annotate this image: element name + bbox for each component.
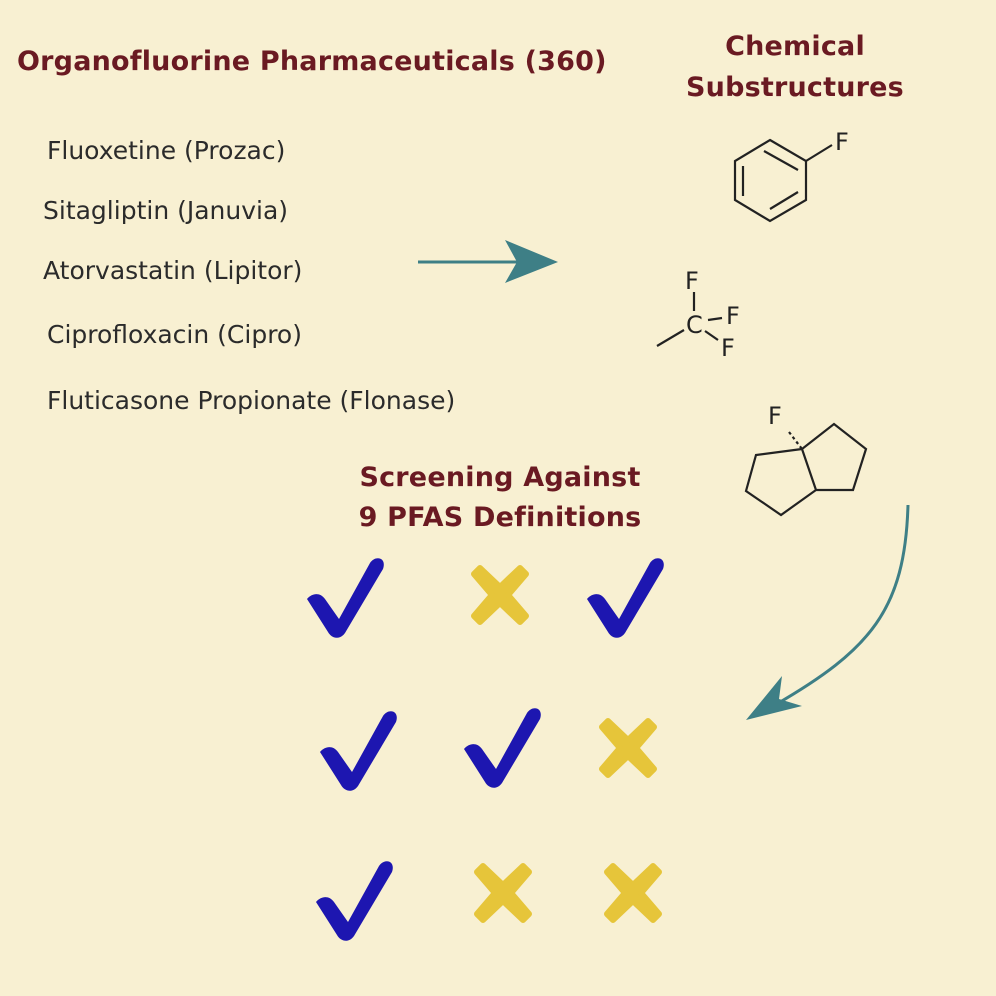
cf3-f-label-right: F xyxy=(726,302,740,330)
screening-title: Screening Against 9 PFAS Definitions xyxy=(335,458,665,538)
screening-title-line1: Screening Against xyxy=(359,462,641,493)
check-mark-icon xyxy=(307,558,384,638)
fluoro-bicyclic-structure xyxy=(744,422,868,517)
cf3-f-label-top: F xyxy=(685,267,699,295)
cross-mark-icon xyxy=(474,863,532,923)
drug-item-fluticasone: Fluticasone Propionate (Flonase) xyxy=(47,386,456,415)
check-mark-icon xyxy=(320,711,397,791)
cross-mark-icon xyxy=(599,718,657,778)
fluorobenzene-f-label: F xyxy=(835,128,849,156)
drug-item-ciprofloxacin: Ciprofloxacin (Cipro) xyxy=(47,320,302,349)
trifluoromethyl-structure xyxy=(656,292,723,347)
cf3-f-label-bottom: F xyxy=(721,334,735,362)
cross-mark-icon xyxy=(471,565,529,625)
drug-item-fluoxetine: Fluoxetine (Prozac) xyxy=(47,136,286,165)
substructures-title-line2: Substructures xyxy=(686,72,904,103)
right-arrow xyxy=(418,240,558,283)
cross-mark-icon xyxy=(604,863,662,923)
check-mark-icon xyxy=(587,558,664,638)
drug-item-sitagliptin: Sitagliptin (Januvia) xyxy=(43,196,289,225)
bicyclic-f-label: F xyxy=(768,402,782,430)
substructures-title-line1: Chemical xyxy=(725,31,865,62)
screening-grid xyxy=(307,558,664,941)
pharmaceuticals-title: Organofluorine Pharmaceuticals (360) xyxy=(17,46,607,77)
check-mark-icon xyxy=(464,708,541,788)
curved-arrow xyxy=(746,504,910,720)
drug-item-atorvastatin: Atorvastatin (Lipitor) xyxy=(43,256,303,285)
fluorobenzene-structure xyxy=(733,138,833,223)
cf3-c-label: C xyxy=(686,311,703,339)
check-mark-icon xyxy=(316,861,393,941)
substructures-title: Chemical Substructures xyxy=(680,26,910,108)
screening-title-line2: 9 PFAS Definitions xyxy=(358,502,642,533)
